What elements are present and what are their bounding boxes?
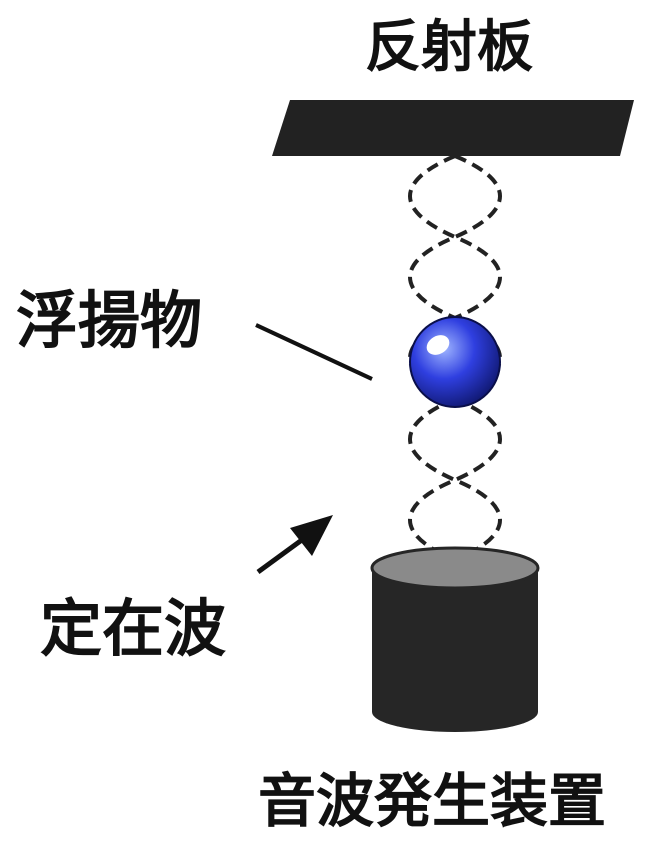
standing-wave-label: 定在波 — [40, 592, 227, 665]
levitated-object-label: 浮揚物 — [16, 284, 203, 357]
sound-source-cylinder — [370, 546, 540, 732]
wave-strand-b — [408, 154, 502, 562]
standing-wave-icon — [408, 154, 502, 562]
cylinder-body — [372, 568, 538, 732]
standing-wave-arrow-icon — [256, 515, 333, 575]
arrow-head — [290, 515, 333, 556]
reflector-label: 反射板 — [365, 15, 533, 80]
wave-strand-a — [408, 154, 502, 562]
reflector-plate — [272, 100, 634, 156]
levitated-object-pointer-line — [255, 323, 373, 381]
sphere-highlight — [426, 335, 450, 355]
sound-source-label: 音波発生装置 — [258, 767, 607, 835]
sphere-body — [409, 316, 501, 408]
cylinder-top — [370, 546, 540, 590]
levitated-sphere-icon — [409, 316, 501, 408]
